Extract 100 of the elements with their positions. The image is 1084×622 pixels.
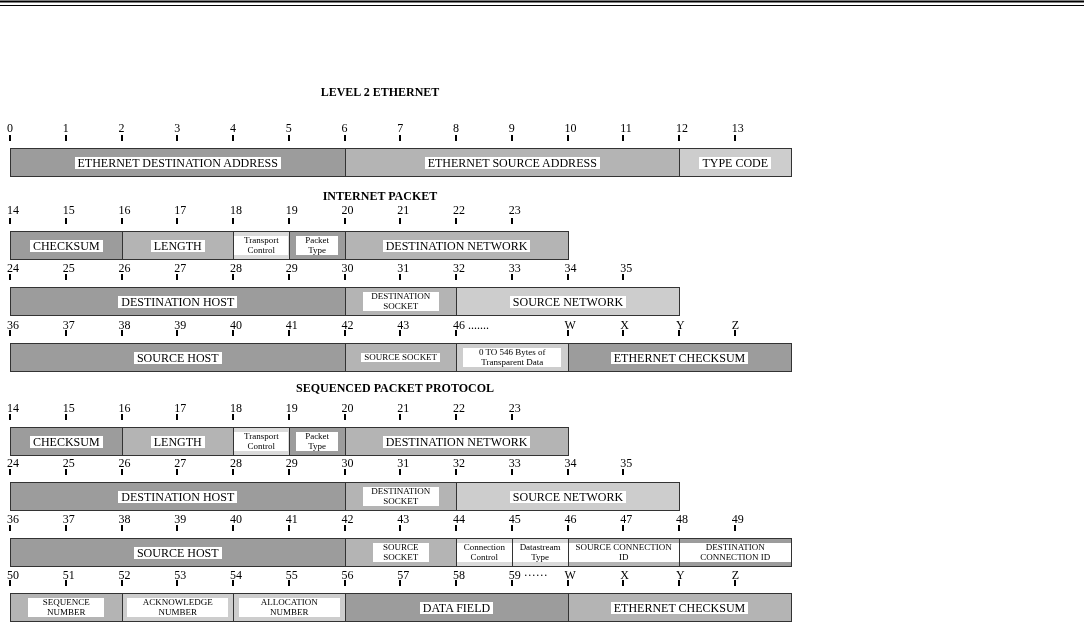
field-label: DESTINATION HOST bbox=[118, 295, 238, 308]
packet-field bbox=[233, 593, 346, 622]
packet-field bbox=[344, 287, 457, 316]
byte-offset-label: 24 bbox=[7, 456, 19, 470]
byte-offset-label: 25 bbox=[62, 456, 75, 470]
byte-offset-label: 28 bbox=[230, 261, 242, 275]
field-label: ETHERNET SOURCE ADDRESS bbox=[424, 156, 600, 169]
packet-field bbox=[288, 231, 346, 260]
byte-offset-label: 16 bbox=[118, 203, 131, 217]
byte-offset-label: 9 bbox=[508, 121, 515, 135]
field-label: Transport Control bbox=[234, 235, 289, 256]
byte-offset-label: 19 bbox=[285, 401, 298, 415]
packet-field bbox=[10, 427, 123, 456]
byte-offset-label: 43 bbox=[397, 512, 410, 526]
packet-field bbox=[344, 593, 569, 622]
field-label: ALLOCATION NUMBER bbox=[238, 597, 340, 618]
byte-offset-label: 59 ······ bbox=[508, 568, 548, 582]
field-label: DATA FIELD bbox=[419, 601, 494, 614]
byte-offset-label: 22 bbox=[453, 401, 465, 415]
byte-offset-label: 33 bbox=[508, 261, 521, 275]
packet-field bbox=[456, 287, 680, 316]
packet-field bbox=[567, 343, 792, 372]
byte-offset-label: 42 bbox=[341, 318, 354, 332]
byte-offset-label: Y bbox=[676, 568, 685, 582]
packet-field bbox=[567, 593, 792, 622]
byte-offset-label: 20 bbox=[341, 401, 354, 415]
byte-offset-label: W bbox=[564, 318, 576, 332]
field-label: Packet Type bbox=[296, 235, 339, 256]
section-heading: INTERNET PACKET bbox=[322, 189, 438, 204]
byte-offset-label: 30 bbox=[341, 261, 354, 275]
byte-offset-label: 6 bbox=[341, 121, 348, 135]
byte-offset-label: 38 bbox=[118, 512, 131, 526]
diagram-title: LEVEL 2 ETHERNET bbox=[320, 85, 440, 100]
byte-offset-label: 28 bbox=[230, 456, 242, 470]
byte-offset-label: X bbox=[620, 318, 629, 332]
byte-offset-label: 31 bbox=[397, 456, 410, 470]
field-label: ETHERNET CHECKSUM bbox=[610, 601, 749, 614]
field-label: CHECKSUM bbox=[29, 435, 103, 448]
byte-offset-label: 26 bbox=[118, 456, 131, 470]
byte-offset-label: 34 bbox=[564, 261, 577, 275]
field-label: SOURCE HOST bbox=[133, 351, 222, 364]
field-label: SOURCE CONNECTION ID bbox=[568, 542, 679, 563]
packet-field bbox=[456, 343, 569, 372]
byte-offset-label: 21 bbox=[397, 203, 410, 217]
packet-field bbox=[344, 231, 569, 260]
field-label: TYPE CODE bbox=[699, 156, 772, 169]
field-label: DESTINATION NETWORK bbox=[382, 239, 531, 252]
byte-offset-label: 4 bbox=[230, 121, 236, 135]
byte-offset-label: 32 bbox=[453, 261, 465, 275]
byte-offset-label: 29 bbox=[285, 456, 298, 470]
field-label: DESTINATION HOST bbox=[118, 490, 238, 503]
byte-offset-label: 13 bbox=[731, 121, 744, 135]
byte-offset-label: 18 bbox=[230, 401, 242, 415]
byte-offset-label: 14 bbox=[7, 203, 19, 217]
byte-offset-label: 7 bbox=[397, 121, 404, 135]
byte-offset-label: 16 bbox=[118, 401, 131, 415]
field-label: Connection Control bbox=[457, 542, 512, 563]
byte-offset-label: 30 bbox=[341, 456, 354, 470]
byte-offset-label: 37 bbox=[62, 318, 75, 332]
field-label: SEQUENCE NUMBER bbox=[28, 597, 105, 618]
field-label: SOURCE NETWORK bbox=[509, 490, 627, 503]
field-label: LENGTH bbox=[150, 239, 205, 252]
packet-field bbox=[288, 427, 346, 456]
section-heading: SEQUENCED PACKET PROTOCOL bbox=[296, 381, 494, 396]
byte-offset-label: 35 bbox=[620, 261, 633, 275]
byte-offset-label: W bbox=[564, 568, 576, 582]
packet-field bbox=[10, 482, 346, 511]
byte-offset-label: 57 bbox=[397, 568, 410, 582]
byte-offset-label: 53 bbox=[174, 568, 187, 582]
byte-offset-label: 0 bbox=[7, 121, 13, 135]
byte-offset-label: 8 bbox=[453, 121, 459, 135]
byte-offset-label: 51 bbox=[62, 568, 75, 582]
byte-offset-label: 22 bbox=[453, 203, 465, 217]
byte-offset-label: 43 bbox=[397, 318, 410, 332]
byte-offset-label: 54 bbox=[230, 568, 242, 582]
byte-offset-label: 34 bbox=[564, 456, 577, 470]
field-label: Datastream Type bbox=[512, 542, 568, 563]
byte-offset-label: Z bbox=[731, 318, 740, 332]
byte-offset-label: 2 bbox=[118, 121, 125, 135]
byte-offset-label: 56 bbox=[341, 568, 354, 582]
packet-field bbox=[344, 482, 457, 511]
byte-offset-label: 17 bbox=[174, 203, 187, 217]
byte-offset-label: 49 bbox=[731, 512, 744, 526]
byte-offset-label: 42 bbox=[341, 512, 354, 526]
packet-field bbox=[456, 482, 680, 511]
byte-offset-label: 25 bbox=[62, 261, 75, 275]
packet-field bbox=[10, 538, 346, 567]
byte-offset-label: 31 bbox=[397, 261, 410, 275]
field-label: DESTINATION SOCKET bbox=[362, 291, 439, 312]
byte-offset-label: 3 bbox=[174, 121, 181, 135]
byte-offset-label: 33 bbox=[508, 456, 521, 470]
field-label: 0 TO 546 Bytes of Transparent Data bbox=[463, 347, 562, 368]
packet-field bbox=[679, 148, 792, 177]
byte-offset-label: 24 bbox=[7, 261, 19, 275]
byte-offset-label: 15 bbox=[62, 401, 75, 415]
packet-field bbox=[344, 538, 457, 567]
field-label: SOURCE HOST bbox=[133, 546, 222, 559]
byte-offset-label: 10 bbox=[564, 121, 577, 135]
byte-offset-label: 46 bbox=[564, 512, 577, 526]
packet-field bbox=[121, 231, 234, 260]
